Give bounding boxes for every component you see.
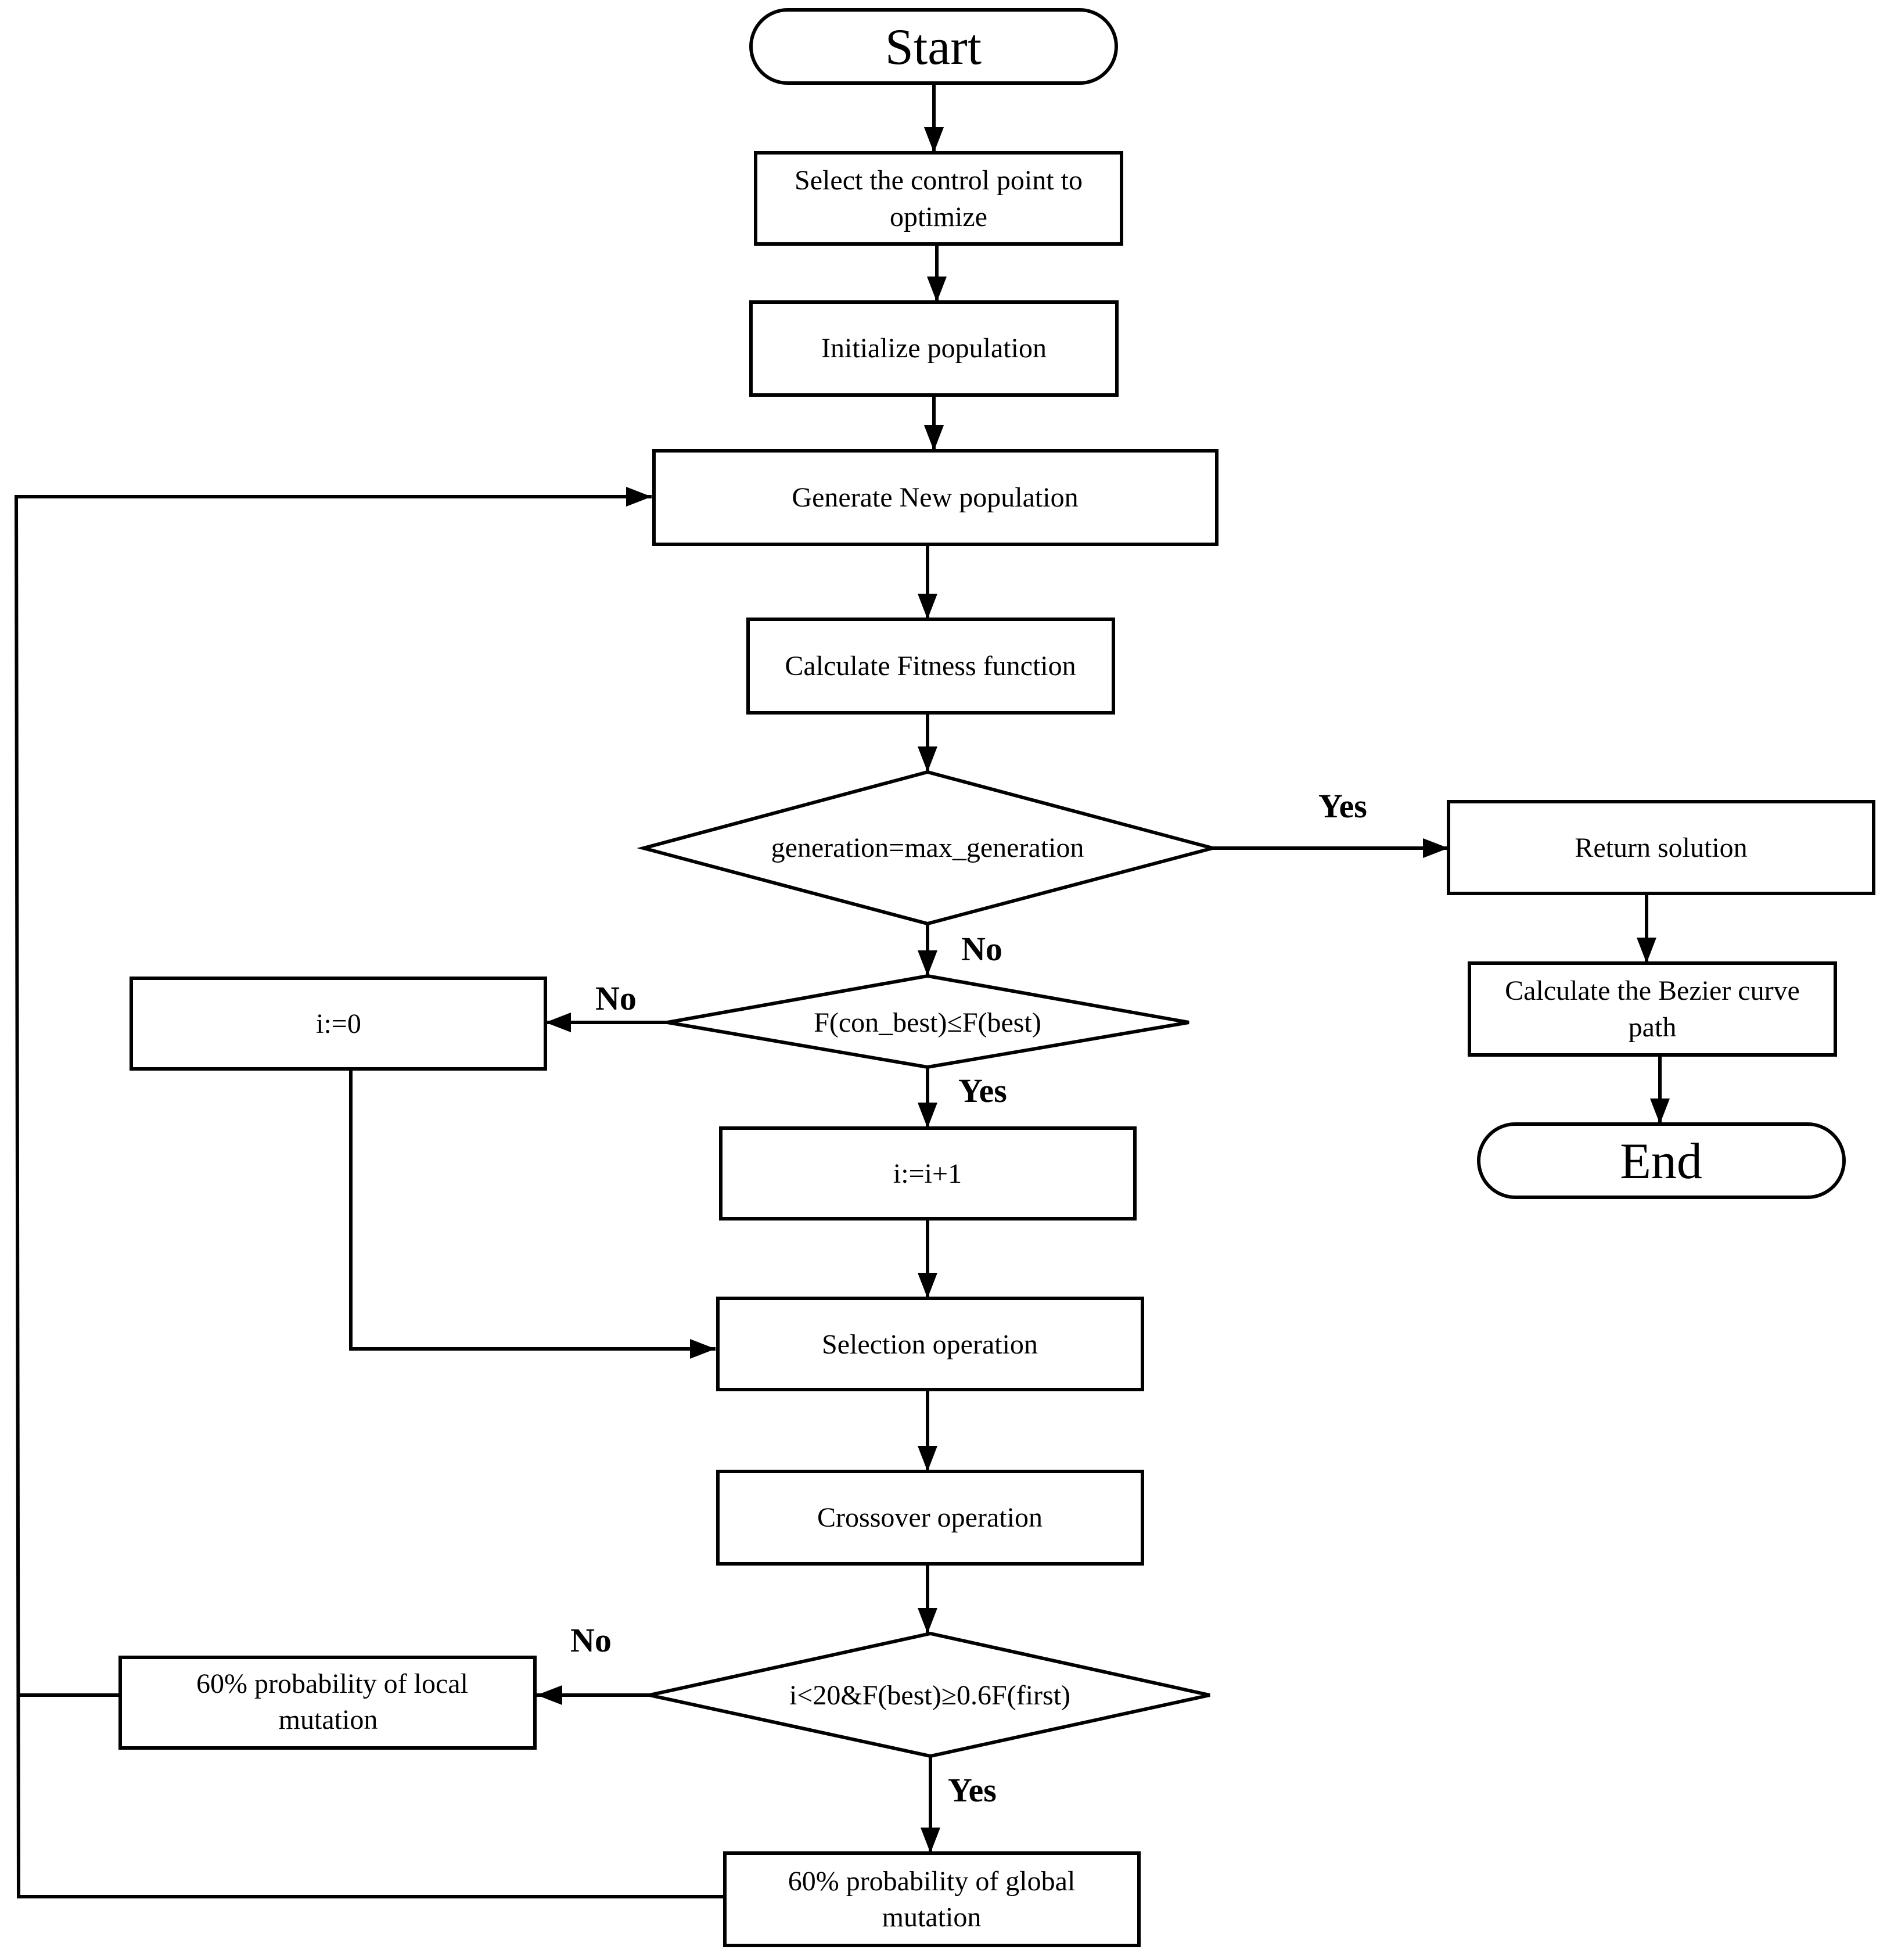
edges [14, 83, 1670, 1898]
max-generation-label: generation=max_generation [771, 832, 1084, 863]
con-best-label: F(con_best)≤F(best) [814, 1007, 1041, 1038]
global-mutation-shape [723, 1851, 1141, 1947]
initialize-population-box: Initialize population [749, 300, 1119, 397]
max-generation-decision: generation=max_generation [637, 770, 1220, 926]
calculate-bezier-box: Calculate the Bezier curve path [1468, 961, 1837, 1057]
con-best-no-label: No [595, 979, 637, 1017]
con-best-diamond [667, 974, 1189, 1069]
calculate-fitness-box: Calculate Fitness function [746, 618, 1115, 715]
selection-operation-label: Selection operation [822, 1329, 1038, 1360]
crossover-operation-label: Crossover operation [817, 1502, 1043, 1533]
i-increment-box: i:=i+1 [719, 1126, 1137, 1220]
calculate-bezier-line-2: path [1629, 1012, 1677, 1043]
return-solution-shape [1447, 800, 1875, 895]
initialize-population-label: Initialize population [821, 333, 1047, 364]
end-label: End [1620, 1133, 1702, 1190]
return-solution-label: Return solution [1575, 832, 1747, 863]
selection-operation-box: Selection operation [716, 1297, 1144, 1391]
max-generation-diamond [637, 770, 1220, 926]
selection-operation-shape [716, 1297, 1144, 1391]
select-control-point-line-2: optimize [890, 202, 987, 232]
mutation-yes-label: Yes [948, 1771, 997, 1809]
i-increment-label: i:=i+1 [893, 1158, 962, 1189]
edge-global-loop-back-to-generate [14, 487, 725, 1898]
max-generation-yes-label: Yes [1318, 787, 1367, 825]
end-terminal-shape [1477, 1122, 1846, 1199]
mutation-diamond [649, 1631, 1210, 1758]
generate-new-population-label: Generate New population [792, 482, 1078, 513]
global-mutation-box: 60% probability of global mutation [723, 1851, 1141, 1947]
global-mutation-line-2: mutation [882, 1902, 982, 1933]
start-label: Start [885, 19, 982, 76]
local-mutation-line-1: 60% probability of local [196, 1668, 468, 1699]
calculate-bezier-line-1: Calculate the Bezier curve [1505, 975, 1800, 1006]
edge-labels: Yes No No Yes No Yes [570, 787, 1367, 1809]
generate-new-population-shape [652, 449, 1219, 546]
i-zero-shape [130, 977, 547, 1071]
initialize-population-shape [749, 300, 1119, 397]
calculate-bezier-shape [1468, 961, 1837, 1057]
calculate-fitness-label: Calculate Fitness function [785, 651, 1076, 681]
start-terminal: Start [749, 8, 1118, 85]
select-control-point-box: Select the control point to optimize [754, 151, 1123, 246]
mutation-decision-label: i<20&F(best)≥0.6F(first) [789, 1680, 1070, 1711]
mutation-decision: i<20&F(best)≥0.6F(first) [649, 1631, 1210, 1758]
crossover-operation-shape [716, 1470, 1144, 1566]
global-mutation-line-1: 60% probability of global [788, 1866, 1076, 1897]
i-zero-label: i:=0 [316, 1008, 361, 1039]
calculate-fitness-shape [746, 618, 1115, 715]
start-terminal-shape [749, 8, 1118, 85]
select-control-point-line-1: Select the control point to [795, 165, 1083, 196]
local-mutation-box: 60% probability of local mutation [118, 1656, 537, 1750]
edge-izero-to-selection [349, 1069, 716, 1359]
return-solution-box: Return solution [1447, 800, 1875, 895]
mutation-no-label: No [570, 1621, 612, 1659]
max-generation-no-label: No [961, 930, 1002, 968]
end-terminal: End [1477, 1122, 1846, 1199]
con-best-yes-label: Yes [958, 1072, 1007, 1110]
local-mutation-line-2: mutation [279, 1704, 378, 1735]
local-mutation-shape [118, 1656, 537, 1750]
i-increment-shape [719, 1126, 1137, 1220]
select-control-point-shape [754, 151, 1123, 246]
crossover-operation-box: Crossover operation [716, 1470, 1144, 1566]
generate-new-population-box: Generate New population [652, 449, 1219, 546]
con-best-decision: F(con_best)≤F(best) [667, 974, 1189, 1069]
i-zero-box: i:=0 [130, 977, 547, 1071]
